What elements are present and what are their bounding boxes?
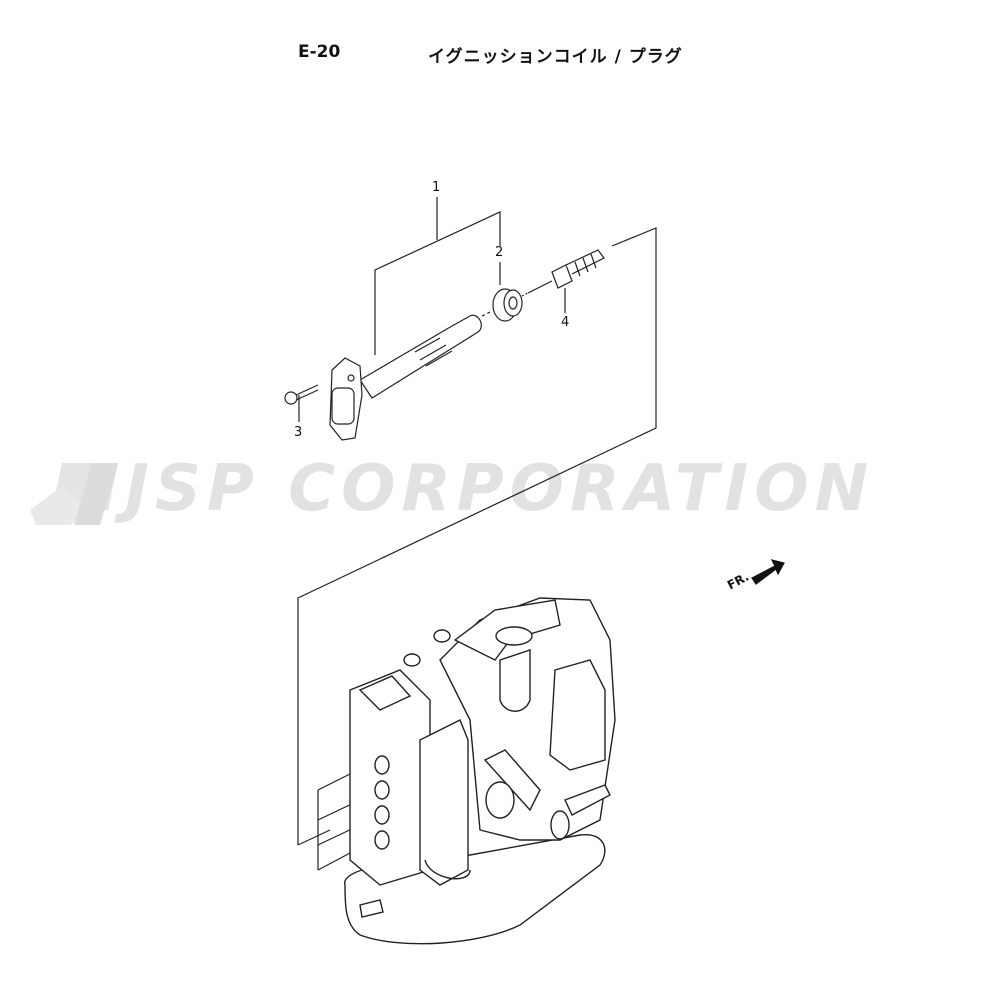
direction-arrow-icon [751,559,785,585]
projection-frame [297,227,657,845]
watermark-text: JSP CORPORATION [125,452,875,526]
bracket-line-1 [374,211,501,355]
bolt-part [284,384,319,405]
diagram-title: イグニッションコイル / プラグ [428,47,683,67]
callout-1: 1 [432,180,441,195]
engine-block [344,597,616,945]
callout-2: 2 [495,245,504,260]
diagram-code: E-20 [298,42,341,62]
callout-3: 3 [294,425,303,440]
spark-plug-part [527,249,605,294]
ignition-coil-part [329,314,482,441]
callout-4: 4 [561,315,570,330]
seal-part [492,288,523,322]
